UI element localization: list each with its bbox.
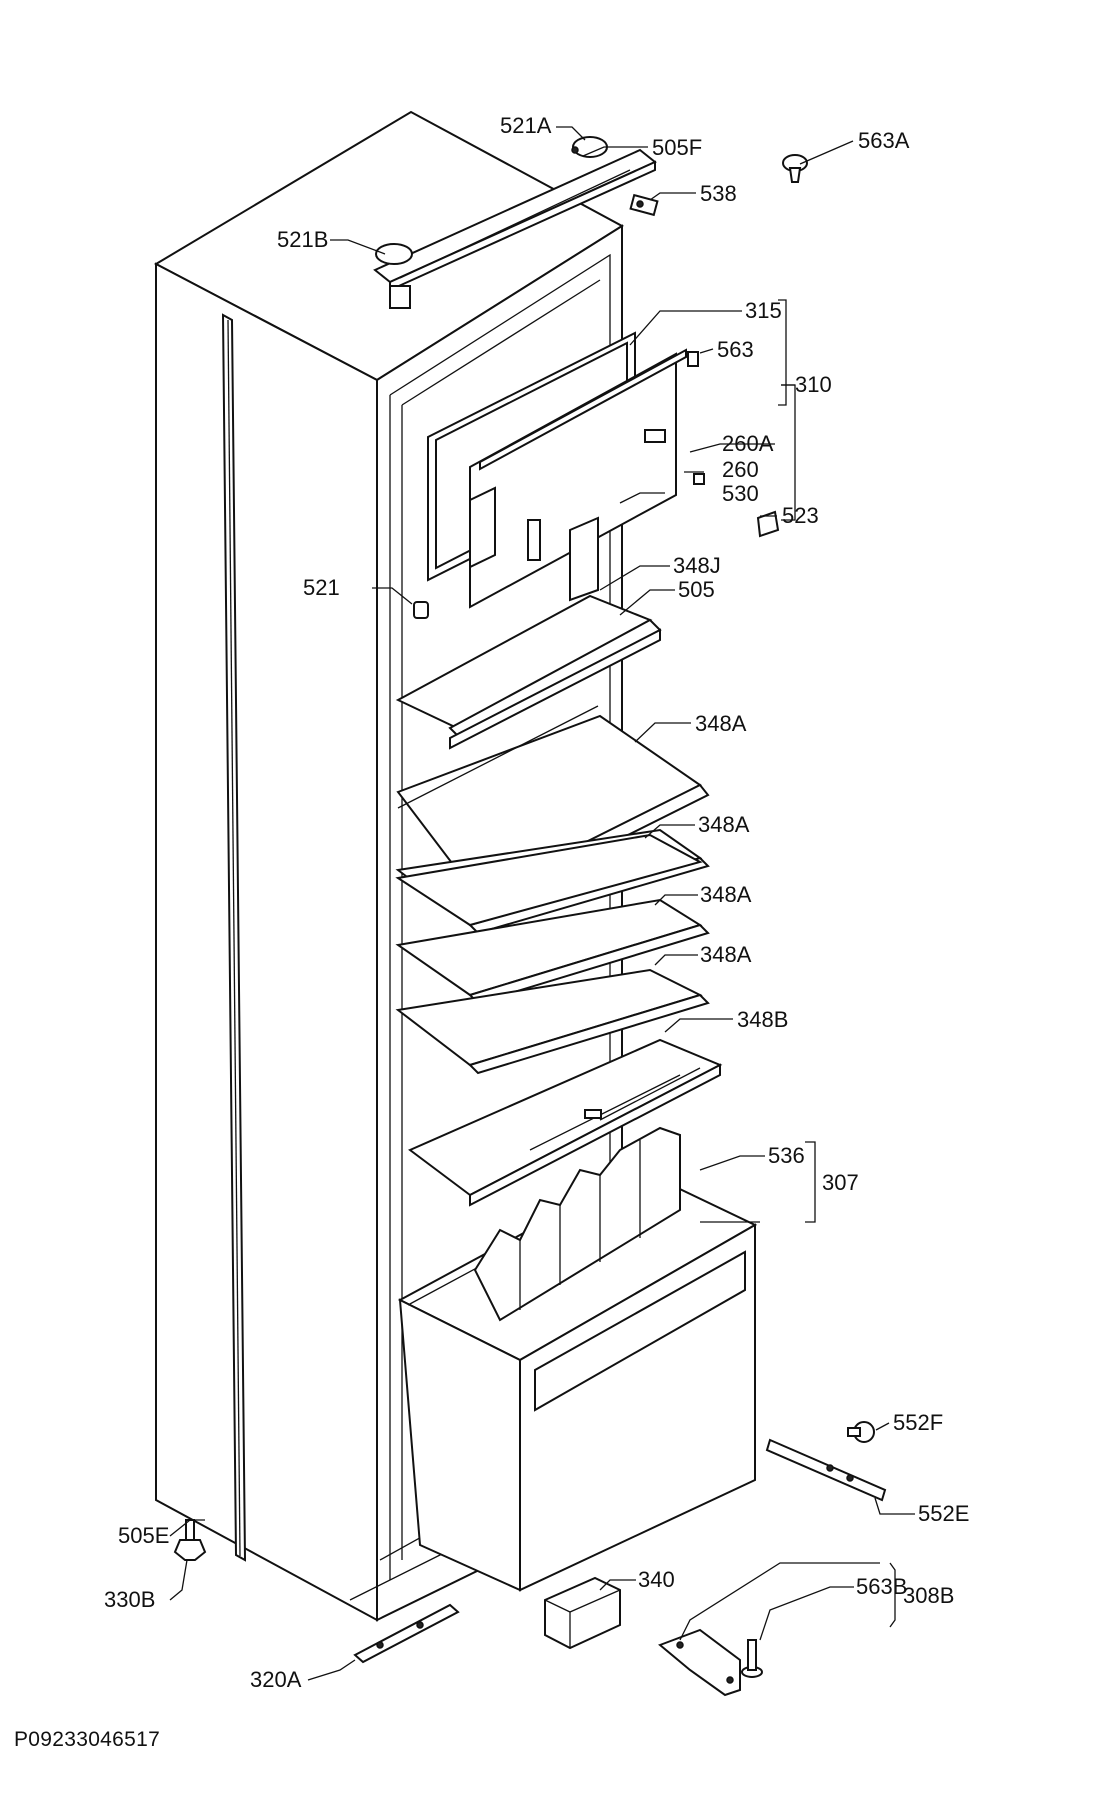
label-330B: 330B [104,1587,155,1612]
shelf-348A-4 [395,968,710,1075]
rail-320A [353,1603,460,1664]
label-348A-1: 348A [695,711,747,736]
label-348A-4: 348A [700,942,752,967]
label-260: 260 [722,457,759,482]
label-523: 523 [782,503,819,528]
seal-strip-505E [221,313,247,1562]
drawing-reference-code: P09233046517 [14,1728,161,1751]
shelf-348J [395,594,662,750]
label-340: 340 [638,1567,675,1592]
label-348A-2: 348A [698,812,750,837]
label-348J: 348J [673,553,721,578]
shelf-348A-2 [395,828,710,935]
cap-521 [413,601,429,619]
block-340 [544,1576,621,1650]
screw-563B [741,1639,763,1678]
label-307: 307 [822,1170,859,1195]
latch-523 [756,510,780,538]
screw-552F [847,1421,875,1443]
label-538: 538 [700,181,737,206]
label-552F: 552F [893,1410,943,1435]
shelf-348B [408,1038,723,1207]
label-260A: 260A [722,431,774,456]
label-521: 521 [303,575,340,600]
label-308B: 308B [903,1583,954,1608]
label-563A: 563A [858,128,910,153]
leader-lines [169,126,915,1681]
part-labels: 521A 505F 563A 538 521B 315 563 310 260A… [104,113,969,1692]
cap-521B [375,243,413,265]
screw-563A [782,154,808,183]
label-348A-3: 348A [700,882,752,907]
screw-563 [687,351,699,367]
label-315: 315 [745,298,782,323]
label-505E: 505E [118,1523,169,1548]
label-320A: 320A [250,1667,302,1692]
label-348B: 348B [737,1007,788,1032]
label-505: 505 [678,577,715,602]
label-552E: 552E [918,1501,969,1526]
divider-536 [473,1126,681,1322]
label-505F: 505F [652,135,702,160]
label-521A: 521A [500,113,552,138]
freezer-compartment [427,331,687,609]
label-521B: 521B [277,227,328,252]
label-563: 563 [717,337,754,362]
label-563B: 563B [856,1574,907,1599]
hinge-rail-552E [765,1438,887,1502]
hinge-rail-505F [373,148,657,309]
foot-330B [173,1519,207,1561]
cap-521A [571,136,608,158]
shelf-348A-3 [395,898,710,1005]
label-536: 536 [768,1143,805,1168]
label-310: 310 [795,372,832,397]
clip-260 [693,473,705,485]
label-530: 530 [722,481,759,506]
hinge-308B [658,1628,741,1697]
